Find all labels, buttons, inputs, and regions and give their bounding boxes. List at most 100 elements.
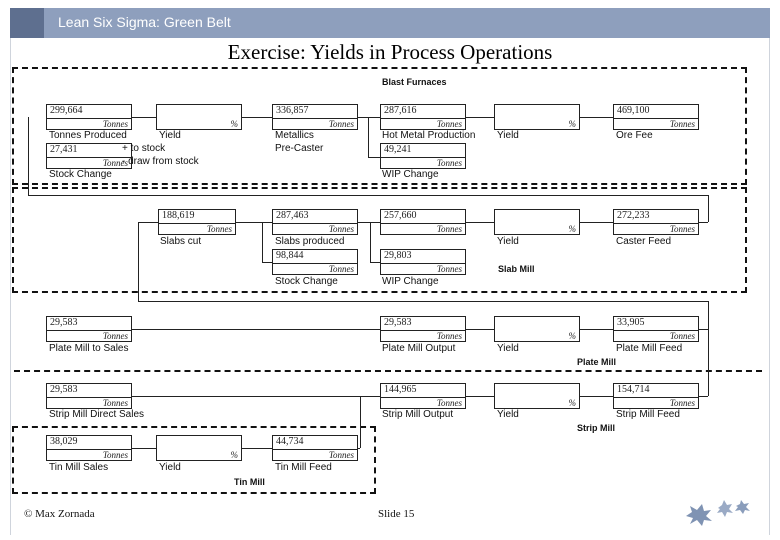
section-label-blast-furnaces: Blast Furnaces <box>382 77 447 87</box>
connector <box>132 329 380 330</box>
box-divider <box>273 223 357 224</box>
box-unit: Tonnes <box>102 331 128 341</box>
stock-change-sm-box[interactable]: 98,844 Tonnes <box>272 249 358 275</box>
box-value: 272,233 <box>617 210 650 221</box>
stock-change-bf-box[interactable]: 27,431 Tonnes <box>46 143 132 169</box>
box-value: 29,583 <box>384 317 412 328</box>
frame-left-border <box>10 38 11 535</box>
box-divider <box>47 157 131 158</box>
metallics-label: Metallics <box>275 130 314 141</box>
plate-feed-box[interactable]: 33,905 Tonnes <box>613 316 699 342</box>
bf-yield-2-box[interactable]: % <box>494 104 580 130</box>
tin-sales-label: Tin Mill Sales <box>49 462 109 473</box>
box-divider <box>273 118 357 119</box>
slabs-produced-box[interactable]: 287,463 Tonnes <box>272 209 358 235</box>
metallics-box[interactable]: 336,857 Tonnes <box>272 104 358 130</box>
box-divider <box>381 118 465 119</box>
tm-yield-box[interactable]: % <box>156 435 242 461</box>
box-value: 469,100 <box>617 105 650 116</box>
tonnes-produced-box[interactable]: 299,664 Tonnes <box>46 104 132 130</box>
box-unit: % <box>568 331 577 341</box>
tin-feed-box[interactable]: 44,734 Tonnes <box>272 435 358 461</box>
connector <box>138 301 708 302</box>
box-divider <box>381 157 465 158</box>
connector <box>466 329 494 330</box>
box-unit: Tonnes <box>328 224 354 234</box>
hot-metal-box[interactable]: 287,616 Tonnes <box>380 104 466 130</box>
box-divider <box>614 330 698 331</box>
box-unit: Tonnes <box>436 264 462 274</box>
connector <box>466 396 494 397</box>
ore-fee-box[interactable]: 469,100 Tonnes <box>613 104 699 130</box>
tin-feed-label: Tin Mill Feed <box>275 462 332 473</box>
box-value: 188,619 <box>162 210 195 221</box>
strip-output-label: Strip Mill Output <box>382 409 454 420</box>
plate-output-box[interactable]: 29,583 Tonnes <box>380 316 466 342</box>
tonnes-produced-label: Tonnes Produced <box>49 130 127 141</box>
wip-bf-box[interactable]: 49,241 Tonnes <box>380 143 466 169</box>
box-divider <box>47 449 131 450</box>
connector <box>132 396 380 397</box>
pm-yield-label: Yield <box>497 343 519 354</box>
connector <box>699 222 708 223</box>
slabs-produced-label: Slabs produced <box>275 236 345 247</box>
plate-output-label: Plate Mill Output <box>382 343 456 354</box>
ore-fee-label: Ore Fee <box>616 130 653 141</box>
plate-feed-label: Plate Mill Feed <box>616 343 683 354</box>
connector <box>242 117 272 118</box>
box-value: 336,857 <box>276 105 309 116</box>
box-divider <box>273 263 357 264</box>
strip-direct-label: Strip Mill Direct Sales <box>49 409 145 420</box>
box-divider <box>614 118 698 119</box>
section-label-slab-mill: Slab Mill <box>498 264 535 274</box>
plate-sales-box[interactable]: 29,583 Tonnes <box>46 316 132 342</box>
box-divider <box>381 223 465 224</box>
box-unit: Tonnes <box>102 398 128 408</box>
draw-stock-note: - draw from stock <box>122 156 199 167</box>
bf-yield-2-label: Yield <box>497 130 519 141</box>
pm-yield-box[interactable]: % <box>494 316 580 342</box>
box-divider <box>614 397 698 398</box>
caster-feed-box[interactable]: 272,233 Tonnes <box>613 209 699 235</box>
connector <box>368 157 380 158</box>
strip-output-box[interactable]: 144,965 Tonnes <box>380 383 466 409</box>
box-unit: Tonnes <box>206 224 232 234</box>
slabs-cut-box[interactable]: 188,619 Tonnes <box>158 209 236 235</box>
connector <box>28 117 29 195</box>
strip-feed-box[interactable]: 154,714 Tonnes <box>613 383 699 409</box>
stm-yield-label: Yield <box>497 409 519 420</box>
strip-feed-label: Strip Mill Feed <box>616 409 680 420</box>
connector <box>358 222 380 223</box>
tin-sales-box[interactable]: 38,029 Tonnes <box>46 435 132 461</box>
box-unit: Tonnes <box>328 119 354 129</box>
slab-top-box[interactable]: 257,660 Tonnes <box>380 209 466 235</box>
box-unit: % <box>568 119 577 129</box>
box-unit: Tonnes <box>669 331 695 341</box>
connector <box>580 117 613 118</box>
bf-yield-box[interactable]: % <box>156 104 242 130</box>
slab-mill-region <box>12 187 747 293</box>
author-credit: © Max Zornada <box>24 508 95 520</box>
sm-yield-label: Yield <box>497 236 519 247</box>
sm-yield-box[interactable]: % <box>494 209 580 235</box>
strip-direct-box[interactable]: 29,583 Tonnes <box>46 383 132 409</box>
slabs-cut-label: Slabs cut <box>160 236 202 247</box>
connector <box>138 222 158 223</box>
box-divider <box>47 118 131 119</box>
wip-sm-box[interactable]: 29,803 Tonnes <box>380 249 466 275</box>
box-divider <box>381 263 465 264</box>
box-value: 49,241 <box>384 144 412 155</box>
connector <box>580 396 613 397</box>
connector <box>132 117 156 118</box>
box-divider <box>47 397 131 398</box>
box-value: 33,905 <box>617 317 645 328</box>
box-value: 29,583 <box>50 384 78 395</box>
frame-right-border <box>769 38 770 535</box>
box-unit: % <box>568 398 577 408</box>
box-value: 44,734 <box>276 436 304 447</box>
plate-sales-label: Plate Mill to Sales <box>49 343 129 354</box>
stm-yield-box[interactable]: % <box>494 383 580 409</box>
box-unit: Tonnes <box>436 224 462 234</box>
slide-number: Slide 15 <box>378 508 415 520</box>
box-value: 257,660 <box>384 210 417 221</box>
